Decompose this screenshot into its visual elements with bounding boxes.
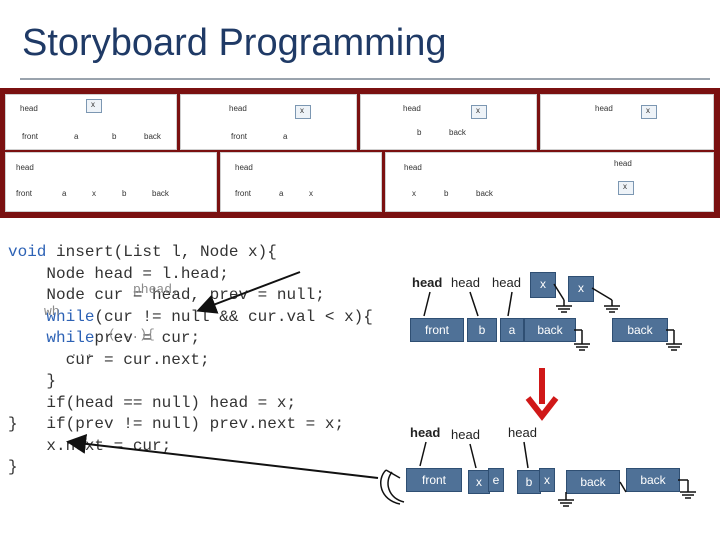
diagram-head-label: head: [451, 275, 480, 290]
code-line-1: void insert(List l, Node x){: [8, 243, 277, 261]
code-line-2: Node head = l.head;: [8, 264, 229, 283]
panel-back-label: back: [152, 189, 169, 198]
code-line-9: } if(prev != null) prev.next = x;: [8, 415, 345, 433]
code-ghost-text: wh: [44, 303, 60, 319]
panel-b-label: b: [417, 128, 422, 137]
panel-x-label: x: [92, 189, 96, 198]
code-ghost-text: ...: [70, 344, 94, 360]
code-line-3: Node cur = head, prev = null;phead,: [8, 282, 373, 307]
panel-b-label: b: [122, 189, 127, 198]
panel-a-label: a: [283, 132, 288, 141]
panel-front-label: front: [235, 189, 252, 198]
diagram-node-back: back: [612, 318, 668, 342]
panel-b-label: b: [444, 189, 449, 198]
diagram-head-label: head: [412, 275, 443, 290]
storyboard-panel-6: head front a x: [220, 152, 382, 212]
storyboard-panel-5: head front a x b back: [5, 152, 217, 212]
diagram-node-back: back: [566, 470, 620, 494]
panel-head-label: head: [235, 163, 253, 172]
panel-front-label: front: [16, 189, 33, 198]
panel-head-label: head: [229, 104, 247, 113]
storyboard-panel-4: head x: [540, 94, 714, 150]
diagram-head-label: head: [508, 425, 537, 440]
diagram-node-front: front: [406, 468, 462, 492]
diagram-node-front: front: [410, 318, 464, 342]
code-line-11: }: [8, 458, 18, 476]
storyboard-panel-1: head x front a b back: [5, 94, 177, 150]
panel-head-label: head: [403, 104, 421, 113]
pointer-arrow: [196, 271, 301, 314]
panel-b-label: b: [112, 132, 117, 141]
storyboard-panel-7: head head x b back x: [385, 152, 714, 212]
code-line-8: if(head == null) head = x;: [8, 393, 297, 412]
diagram-node-x: x: [539, 468, 555, 492]
code-line-4: while(cur != null && cur.val < x){wh: [8, 304, 373, 329]
code-ghost-text: phead,: [133, 282, 180, 297]
storyboard-panel-2: head x front a: [180, 94, 357, 150]
page-title: Storyboard Programming: [22, 22, 447, 64]
diagram-head-label: head: [410, 425, 441, 440]
null-ground-icon: [553, 283, 682, 351]
panel-back-label: back: [476, 189, 493, 198]
panel-front-label: front: [231, 132, 248, 141]
panel-back-label: back: [449, 128, 466, 137]
panel-a-label: a: [279, 189, 284, 198]
panel-x-node: x: [471, 105, 487, 119]
diagram-head-label: head: [451, 427, 480, 442]
transition-arrowhead: [525, 396, 559, 421]
panel-head-label: head: [404, 163, 422, 172]
code-line-5: whileprev = cur;(...){: [8, 327, 373, 350]
diagram-node-back: back: [524, 318, 576, 342]
null-ground-icon: [380, 441, 696, 507]
code-line-6: cur = cur.next;...: [8, 345, 373, 372]
diagram-node-a: a: [500, 318, 524, 342]
diagram-head-label: head: [492, 275, 521, 290]
panel-head-label: head: [595, 104, 613, 113]
storyboard-panel-band: head x front a b back head x front a hea…: [0, 88, 720, 218]
storyboard-panel-3: head x b back: [360, 94, 537, 150]
panel-x-node: x: [86, 99, 102, 113]
panel-x-node: x: [618, 181, 634, 195]
panel-head-label: head: [16, 163, 34, 172]
panel-a-label: a: [74, 132, 79, 141]
panel-a-label: a: [62, 189, 67, 198]
panel-front-label: front: [22, 132, 39, 141]
diagram-node-b: b: [467, 318, 497, 342]
panel-x-node: x: [641, 105, 657, 119]
panel-back-label: back: [144, 132, 161, 141]
diagram-node-back: back: [626, 468, 680, 492]
code-block: void insert(List l, Node x){ Node head =…: [8, 242, 373, 479]
panel-x-node: x: [295, 105, 311, 119]
panel-x-label: x: [309, 189, 313, 198]
diagram-node-e: e: [488, 468, 504, 492]
pointer-arrow: [66, 433, 379, 479]
panel-head-label-right: head: [614, 159, 632, 168]
code-line-7: }: [8, 372, 57, 390]
panel-head-label: head: [20, 104, 38, 113]
code-ghost-text: (...){: [108, 327, 155, 342]
title-divider: [20, 78, 710, 80]
panel-x-label: x: [412, 189, 416, 198]
